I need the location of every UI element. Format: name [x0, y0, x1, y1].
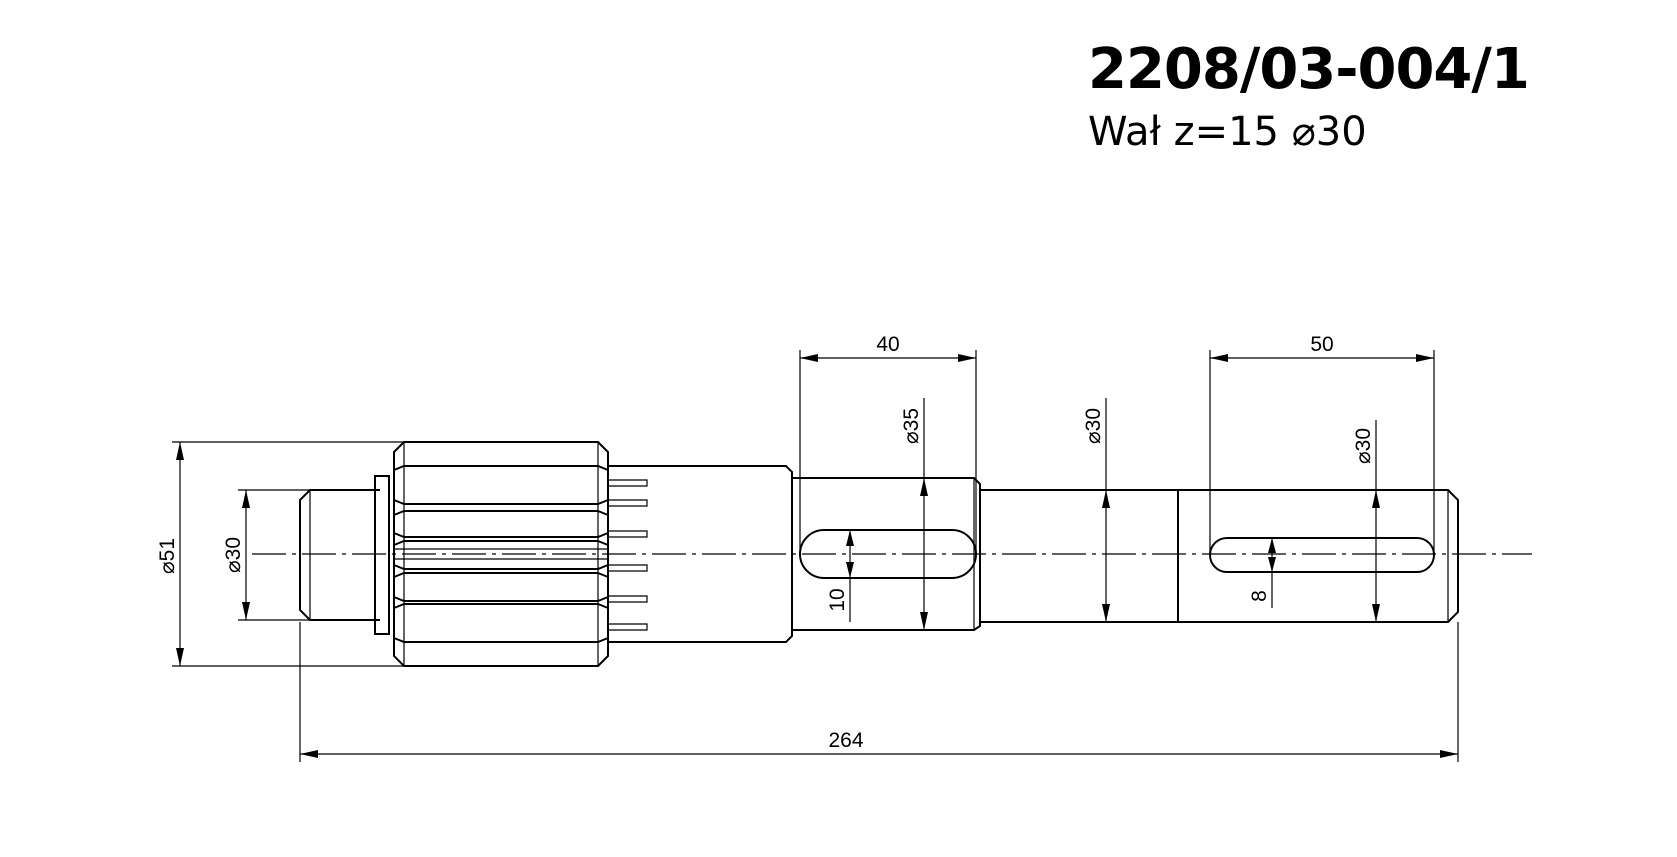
dim-left-journal-diameter: ⌀30	[222, 489, 310, 621]
dim-keyway2-width-label: 8	[1248, 590, 1271, 602]
dim-keyway1-seat-diameter: ⌀35	[900, 398, 928, 630]
gear-shoulder-left	[374, 475, 390, 635]
dim-left-journal-diameter-label: ⌀30	[222, 537, 245, 573]
dim-right-end-diameter-label: ⌀30	[1352, 428, 1375, 464]
gear-teeth	[393, 465, 609, 643]
dim-keyway2-length-label: 50	[1310, 333, 1333, 356]
left-journal	[299, 489, 380, 621]
keyway-2	[1209, 537, 1435, 573]
shaft-collar	[608, 465, 793, 643]
dim-keyway1-width-label: 10	[826, 588, 849, 611]
dim-keyway1-width: 10	[826, 530, 854, 622]
dim-keyway1-length: 40	[799, 333, 977, 554]
middle-section	[980, 489, 1179, 623]
title-block: 2208/03-004/1 Wał z=15 ⌀30	[1088, 37, 1530, 155]
dim-gear-diameter-label: ⌀51	[156, 538, 179, 574]
dim-right-end-diameter: ⌀30	[1352, 420, 1380, 622]
part-name: Wał z=15 ⌀30	[1088, 109, 1367, 155]
dim-keyway1-length-label: 40	[876, 333, 899, 356]
keyway-seat-section	[792, 477, 981, 631]
dim-keyway2-length: 50	[1209, 333, 1435, 554]
dim-overall-length-label: 264	[828, 729, 863, 752]
gear-body	[393, 441, 609, 667]
dim-gear-diameter: ⌀51	[156, 441, 404, 667]
dim-middle-diameter-label: ⌀30	[1082, 408, 1105, 444]
dim-overall-length: 264	[299, 622, 1459, 762]
dim-keyway2-width: 8	[1248, 538, 1276, 608]
right-end-section	[1178, 489, 1459, 623]
part-number: 2208/03-004/1	[1088, 37, 1530, 102]
dim-middle-diameter: ⌀30	[1082, 398, 1110, 622]
dim-keyway1-seat-diameter-label: ⌀35	[900, 408, 923, 444]
gear-tooth-tips	[608, 479, 648, 631]
